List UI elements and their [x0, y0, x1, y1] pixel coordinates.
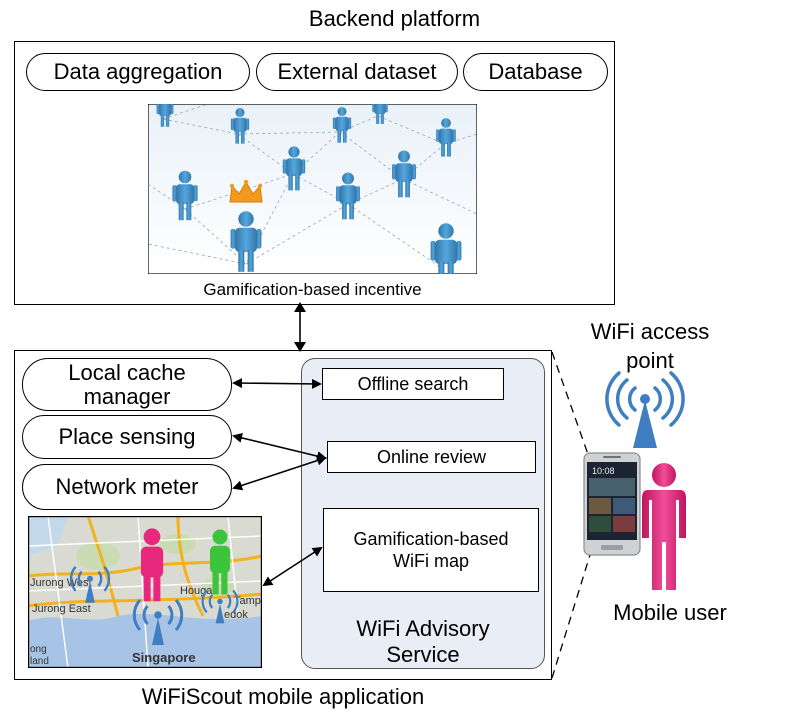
map-wifimap-arrow: [262, 546, 323, 587]
map-label-bedok: edok: [224, 609, 248, 621]
mobile-user-label: Mobile user: [613, 600, 727, 625]
backend-app-arrow: [294, 302, 306, 352]
access-point-line1: WiFi access: [590, 319, 710, 344]
local-cache-line2: manager: [83, 383, 171, 409]
wifi-map-line2: WiFi map: [393, 551, 469, 571]
sensing-review-arrow: [232, 433, 327, 461]
offline-search-box: Offline search: [322, 368, 504, 400]
wifi-map-image: Jurong West Jurong East Singapore Houga …: [28, 516, 262, 668]
incentive-caption: Gamification-based incentive: [203, 280, 422, 299]
cache-offline-arrow: [232, 378, 322, 389]
map-label-island-2: land: [30, 656, 49, 667]
access-point-label: WiFi access point: [540, 318, 760, 375]
gamification-wifi-map-box: Gamification-based WiFi map: [323, 508, 539, 592]
map-label-singapore: Singapore: [132, 650, 196, 665]
map-label-jurong-east: Jurong East: [32, 603, 91, 615]
map-label-jurong-west: Jurong West: [30, 577, 92, 589]
map-label-tampines: Tamp: [234, 595, 261, 607]
database-module: Database: [463, 53, 608, 91]
app-title: WiFiScout mobile application: [141, 684, 425, 709]
service-name: WiFi Advisory Service: [301, 616, 545, 669]
mobile-user-icon: [642, 463, 686, 590]
external-dataset-module: External dataset: [256, 53, 458, 91]
wifi-access-point-icon: [605, 371, 685, 448]
phone-time: 10:08: [592, 466, 615, 476]
wifi-map-line1: Gamification-based: [353, 528, 509, 549]
place-sensing-module: Place sensing: [22, 415, 232, 459]
app-frame: [14, 350, 552, 680]
backend-frame: [14, 41, 615, 305]
map-label-island: ong land: [30, 644, 49, 667]
meter-review-arrow: [232, 455, 327, 491]
zoom-line-top: [551, 351, 591, 461]
zoom-line-bottom: [551, 554, 591, 679]
map-label-island-1: ong: [30, 644, 47, 655]
service-name-line1: WiFi Advisory: [356, 616, 490, 641]
smartphone-icon: 10:08: [583, 452, 641, 556]
local-cache-manager-module: Local cache manager: [22, 358, 232, 411]
backend-title: Backend platform: [308, 6, 481, 31]
access-point-line2: point: [626, 347, 674, 373]
crown-icon: [229, 179, 263, 203]
data-aggregation-module: Data aggregation: [26, 53, 250, 91]
gamification-network-image: [148, 104, 477, 274]
network-meter-module: Network meter: [22, 464, 232, 510]
service-name-line2: Service: [386, 642, 460, 668]
local-cache-line1: Local cache: [68, 360, 186, 386]
online-review-box: Online review: [327, 441, 536, 473]
